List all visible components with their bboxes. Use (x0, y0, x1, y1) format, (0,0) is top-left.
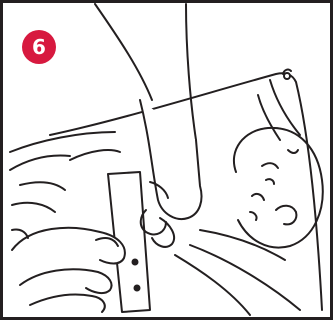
step-number-badge: 6 (22, 30, 56, 64)
baby-face (234, 128, 323, 248)
step-number: 6 (32, 37, 46, 57)
right-hand (140, 100, 202, 247)
left-hand (12, 228, 125, 312)
